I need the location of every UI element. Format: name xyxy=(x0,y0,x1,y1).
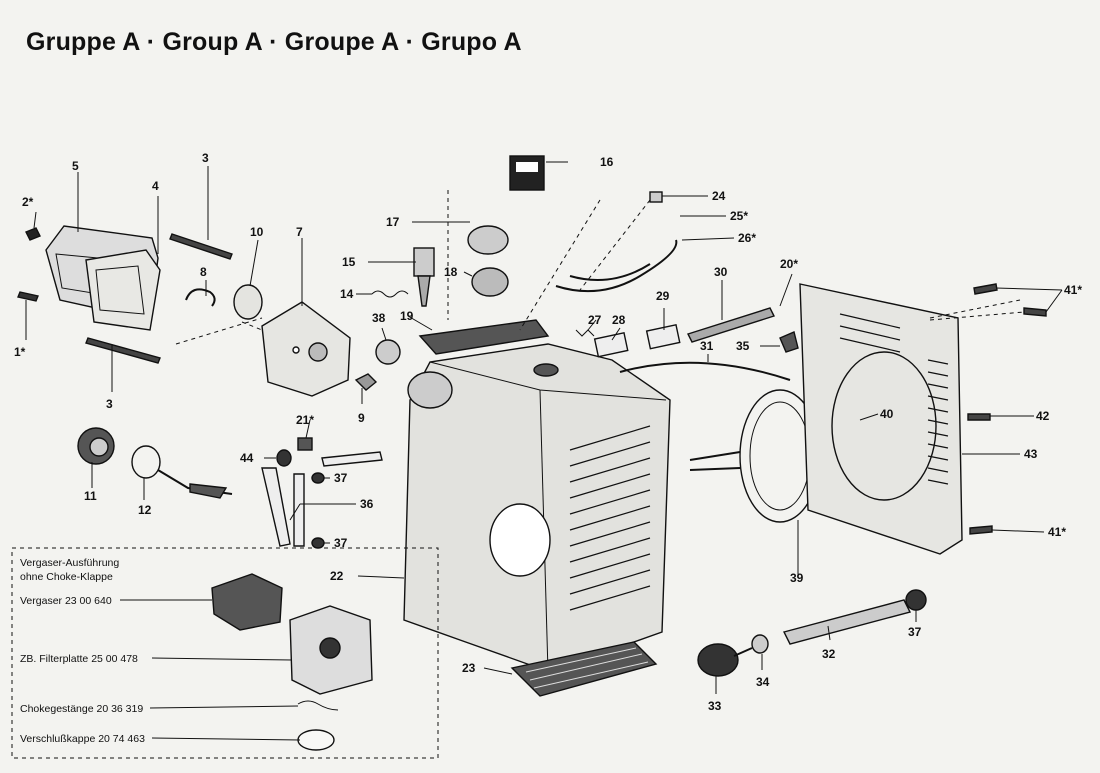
callout-41-upper: 41* xyxy=(1064,283,1082,297)
callout-25: 25* xyxy=(730,209,748,223)
callout-38: 38 xyxy=(372,311,386,325)
inset-border xyxy=(11,547,439,759)
inset-heading-line1: Vergaser-Ausführung xyxy=(20,557,119,569)
callout-44: 44 xyxy=(240,451,254,465)
page-title: Gruppe A · Group A · Groupe A · Grupo A xyxy=(26,28,522,56)
housing-fins xyxy=(569,425,651,611)
callout-30: 30 xyxy=(714,265,728,279)
inset-item-filter-plate: ZB. Filterplatte 25 00 478 xyxy=(20,653,138,665)
callout-39: 39 xyxy=(790,571,804,585)
callout-28: 28 xyxy=(612,313,626,327)
callout-2: 2* xyxy=(22,195,34,209)
callout-23: 23 xyxy=(462,661,476,675)
inset-item-carburetor: Vergaser 23 00 640 xyxy=(20,595,112,607)
callout-7: 7 xyxy=(296,225,303,239)
leader-lines xyxy=(25,161,1063,694)
callout-36: 36 xyxy=(360,497,374,511)
callout-8: 8 xyxy=(200,265,207,279)
callout-14: 14 xyxy=(340,287,354,301)
callout-20: 20* xyxy=(780,257,798,271)
callout-22: 22 xyxy=(330,569,344,583)
inset-heading-line2: ohne Choke-Klappe xyxy=(20,571,113,583)
callout-11: 11 xyxy=(84,489,97,503)
callout-27: 27 xyxy=(588,313,602,327)
inset-item-closure-cap: Verschlußkappe 20 74 463 xyxy=(20,733,145,745)
callout-37-upper: 37 xyxy=(334,471,348,485)
callout-19: 19 xyxy=(400,309,414,323)
callout-16: 16 xyxy=(600,155,614,169)
callout-15: 15 xyxy=(342,255,356,269)
callout-41-lower: 41* xyxy=(1048,525,1066,539)
callout-5: 5 xyxy=(72,159,79,173)
callout-9: 9 xyxy=(358,411,365,425)
callout-numbers: 2* 1* 3 3 4 5 7 8 9 10 11 12 14 15 16 17… xyxy=(14,151,1082,713)
part-shapes xyxy=(17,155,1047,751)
callout-37-lower: 37 xyxy=(334,536,348,550)
callout-17: 17 xyxy=(386,215,400,229)
callout-29: 29 xyxy=(656,289,670,303)
callout-35: 35 xyxy=(736,339,750,353)
callout-3-lower: 3 xyxy=(106,397,113,411)
callout-24: 24 xyxy=(712,189,726,203)
callout-10: 10 xyxy=(250,225,264,239)
callout-32: 32 xyxy=(822,647,836,661)
callout-33: 33 xyxy=(708,699,722,713)
callout-42: 42 xyxy=(1036,409,1050,423)
callout-31: 31 xyxy=(700,339,714,353)
callout-3-upper: 3 xyxy=(202,151,209,165)
carburetor-inset: Vergaser-Ausführung ohne Choke-Klappe Ve… xyxy=(11,547,439,759)
callout-21: 21* xyxy=(296,413,314,427)
callout-37-right: 37 xyxy=(908,625,922,639)
callout-4: 4 xyxy=(152,179,159,193)
callout-26: 26* xyxy=(738,231,756,245)
callout-12: 12 xyxy=(138,503,152,517)
callout-34: 34 xyxy=(756,675,770,689)
callout-40: 40 xyxy=(880,407,894,421)
inset-item-choke-rod: Chokegestänge 20 36 319 xyxy=(20,703,143,715)
callout-1: 1* xyxy=(14,345,26,359)
callout-43: 43 xyxy=(1024,447,1038,461)
callout-18: 18 xyxy=(444,265,458,279)
